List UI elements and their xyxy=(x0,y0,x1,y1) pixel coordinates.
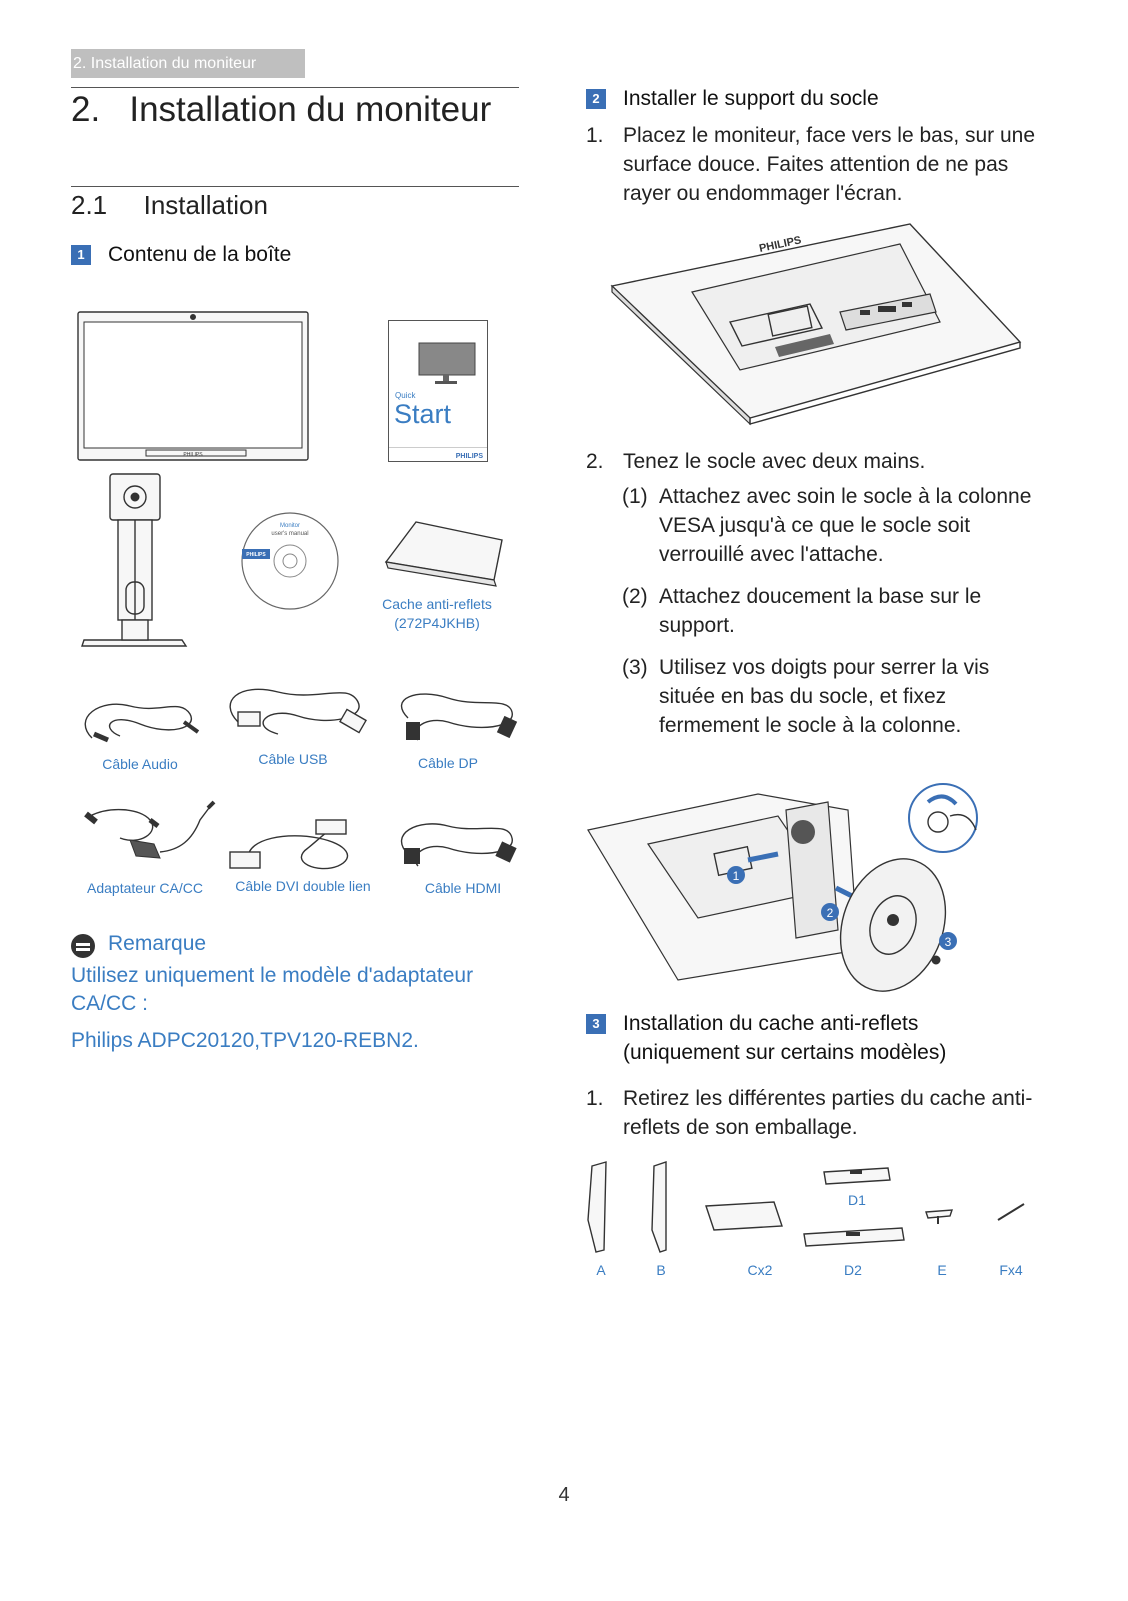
booklet-brand: PHILIPS xyxy=(455,453,483,460)
part-e-illustration xyxy=(925,1209,953,1224)
page-number: 4 xyxy=(558,1484,570,1506)
caption-audio: Câble Audio xyxy=(102,756,178,772)
section-number: 2.1 xyxy=(71,190,108,220)
booklet-start: Start xyxy=(394,399,452,429)
step3-heading: 3 Installation du cache anti-reflets (un… xyxy=(586,1010,1046,1070)
part-label-d2: D2 xyxy=(844,1262,862,1278)
substep-3-num: (3) xyxy=(622,656,648,679)
part-d2-illustration xyxy=(803,1227,905,1247)
note-line-1: Utilisez uniquement le modèle d'adaptate… xyxy=(71,964,474,987)
step3-badge: 3 xyxy=(586,1014,606,1034)
callout-1: 1 xyxy=(733,869,740,883)
step2-heading: 2 Installer le support du socle xyxy=(586,85,1046,115)
substep-3-text: Utilisez vos doigts pour serrer la vis s… xyxy=(659,656,990,737)
step2-item-2: 2. Tenez le socle avec deux mains. xyxy=(586,447,1046,477)
caption-hdmi: Câble HDMI xyxy=(424,880,502,896)
caption-dvi: Câble DVI double lien xyxy=(235,878,371,894)
step2-badge: 2 xyxy=(586,89,606,109)
dp-cable-illustration xyxy=(400,693,518,741)
caption-dp: Câble DP xyxy=(418,755,478,771)
part-label-f: Fx4 xyxy=(999,1262,1023,1278)
step2-item-2-text: Tenez le socle avec deux mains. xyxy=(623,450,926,473)
part-label-c: Cx2 xyxy=(747,1262,773,1278)
substep-1: (1) Attachez avec soin le socle à la col… xyxy=(622,482,1042,572)
hdmi-cable-illustration xyxy=(400,823,517,867)
anti-glare-box xyxy=(384,521,503,587)
dvi-cable-illustration xyxy=(229,819,349,870)
substep-2-text: Attachez doucement la base sur le suppor… xyxy=(659,585,982,637)
stand-illustration xyxy=(81,473,188,647)
step3-item-1: 1. Retirez les différentes parties du ca… xyxy=(586,1084,1046,1144)
step2-item-1-num: 1. xyxy=(586,124,604,147)
step1-heading: 1 Contenu de la boîte xyxy=(71,241,511,271)
booklet-monitor-image xyxy=(418,342,476,384)
note-title: Remarque xyxy=(108,932,207,955)
part-label-b: B xyxy=(656,1262,666,1278)
part-b-illustration xyxy=(651,1161,667,1253)
section-title: Installation xyxy=(143,190,268,220)
step1-badge: 1 xyxy=(71,245,91,265)
step2-title: Installer le support du socle xyxy=(623,87,879,110)
quick-start-booklet: Quick Start PHILIPS xyxy=(388,320,488,462)
booklet-quick: Quick xyxy=(395,391,416,400)
section-heading: 2.1 Installation xyxy=(71,190,268,221)
step3-title-line2: (uniquement sur certains modèles) xyxy=(623,1041,947,1064)
substep-2: (2) Attachez doucement la base sur le su… xyxy=(622,582,1042,642)
part-label-a: A xyxy=(596,1262,606,1278)
note-line-2: CA/CC : xyxy=(71,992,149,1015)
header-tab: 2. Installation du moniteur xyxy=(71,49,305,78)
cd-line2: user's manual xyxy=(271,531,308,537)
part-f-illustration xyxy=(997,1203,1025,1221)
adapter-illustration xyxy=(84,800,216,859)
part-label-d1: D1 xyxy=(848,1192,866,1208)
step2-item-1-text: Placez le moniteur, face vers le bas, su… xyxy=(623,124,1036,205)
part-c-illustration xyxy=(705,1201,783,1231)
callout-3: 3 xyxy=(945,935,952,949)
title-rule xyxy=(71,87,519,88)
caption-usb: Câble USB xyxy=(258,751,328,767)
caption-anti-glare-model: (272P4JKHB) xyxy=(394,615,480,631)
substep-1-num: (1) xyxy=(622,485,648,508)
section-rule xyxy=(71,186,519,187)
substep-1-text: Attachez avec soin le socle à la colonne… xyxy=(659,485,1032,566)
monitor-front-brand: PHILIPS xyxy=(183,452,203,458)
stand-assembly-illustration: 1 2 3 xyxy=(587,783,978,992)
note-line-3: Philips ADPC20120,TPV120-REBN2. xyxy=(71,1029,419,1052)
step3-item-1-text: Retirez les différentes parties du cache… xyxy=(623,1087,1033,1139)
cd-brand: PHILIPS xyxy=(246,552,266,558)
step1-title: Contenu de la boîte xyxy=(108,243,292,266)
note-icon xyxy=(71,934,95,958)
step2-item-2-num: 2. xyxy=(586,450,604,473)
part-a-illustration xyxy=(587,1161,607,1253)
part-d1-illustration xyxy=(823,1167,891,1185)
caption-anti-glare: Cache anti-reflets xyxy=(382,596,492,612)
substep-3: (3) Utilisez vos doigts pour serrer la v… xyxy=(622,653,1042,743)
chapter-title: 2. Installation du moniteur xyxy=(71,90,492,129)
cd-disc: Monitor user's manual PHILIPS xyxy=(241,512,339,610)
audio-cable-illustration xyxy=(84,703,200,743)
note-heading: Remarque xyxy=(71,932,371,962)
monitor-back-illustration: PHILIPS xyxy=(610,223,1022,426)
caption-adapter: Adaptateur CA/CC xyxy=(87,880,203,896)
part-label-e: E xyxy=(937,1262,947,1278)
substep-2-num: (2) xyxy=(622,585,648,608)
step2-item-1: 1. Placez le moniteur, face vers le bas,… xyxy=(586,121,1046,211)
monitor-front-illustration: PHILIPS xyxy=(77,311,309,461)
callout-2: 2 xyxy=(827,906,834,920)
cd-line1: Monitor xyxy=(280,523,300,529)
step3-title-line1: Installation du cache anti-reflets xyxy=(623,1012,919,1035)
usb-cable-illustration xyxy=(229,688,367,735)
step3-item-1-num: 1. xyxy=(586,1087,604,1110)
